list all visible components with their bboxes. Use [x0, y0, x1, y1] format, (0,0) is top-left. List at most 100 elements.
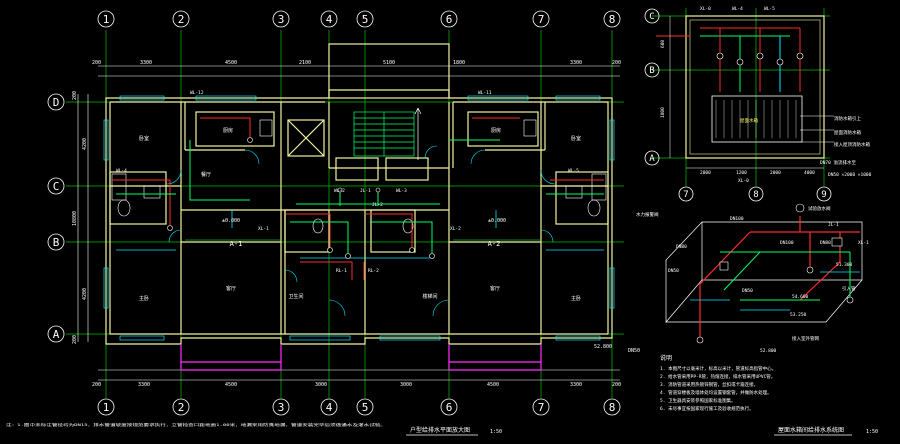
water-tank [711, 95, 803, 143]
detail-dim-6: 4000 [804, 170, 815, 176]
window-top-2 [195, 95, 257, 101]
detail-label-1: XL-0 [700, 6, 711, 12]
basin-left [143, 185, 161, 199]
top-dim-2: 3300 [140, 60, 152, 66]
detail-note-5: DN50 ×2000 ×1000 [828, 172, 872, 178]
axis-label-bottom-1: 1 [103, 401, 110, 414]
detail-dims: 600 1800 2000 1200 2000 4000 [660, 40, 815, 176]
detail-dim-4: 1200 [736, 170, 747, 176]
bottom-note: 注：1.图中未标注管径均为DN15，排水管道坡度按规范要求执行，立管检查口距地面… [6, 422, 386, 427]
detail-dim-lines [669, 16, 824, 169]
sink-left [259, 119, 273, 137]
detail-notes: 消防水箱引上 屋面消防水箱 接入屋顶消防水箱 DN70 溢流排水至 DN50 ×… [820, 115, 872, 178]
bath-tub-right [591, 173, 607, 201]
iso-label-11: 54.600 [792, 294, 809, 300]
axis-bubble-bottom-5 [356, 398, 374, 416]
isometric-system: 水力报警阀 DN100 DN100 DN80 DN80 DN50 DN50 JL… [636, 203, 878, 436]
window-bottom-3 [379, 335, 441, 341]
tag-11: RL-1 [336, 268, 347, 274]
top-dim-7: 3300 [570, 60, 582, 66]
left-dim-4: 4200 [82, 288, 88, 300]
axis-bubble-top-4 [320, 10, 338, 28]
axis-labels-top: 1 2 3 4 5 6 7 8 [103, 13, 616, 26]
window-top-1 [119, 95, 165, 101]
iso-label-9: XL-1 [858, 240, 869, 246]
stair-arrow [414, 107, 422, 160]
detail-dim-1: 600 [660, 40, 666, 48]
detail-col-9: 9 [821, 190, 826, 200]
detail-dim-2: 1800 [660, 107, 666, 118]
tag-7: JL-1 [360, 188, 371, 194]
iso-label-16: 试验放水阀 [808, 205, 831, 212]
door-swing-6 [470, 149, 486, 165]
lobby-box [335, 157, 379, 181]
top-dim-3: 4500 [225, 60, 237, 66]
window-right-1 [609, 119, 615, 161]
notes-block: 说明 1. 本图尺寸以毫米计，标高以米计，管道标高指管中心。 2. 给水管采用P… [660, 354, 776, 412]
axis-bubble-bottom-2 [172, 398, 190, 416]
room-label-7: 餐厅 [201, 171, 211, 178]
tag-10: XL-2 [450, 226, 461, 232]
bottom-dim-4: 3000 [315, 382, 327, 388]
notes-line-6: 6. 未尽事宜按国家现行施工及验收规范执行。 [660, 405, 754, 412]
axis-label-top-2: 2 [178, 13, 185, 26]
door-swing-3 [168, 229, 182, 243]
axis-label-top-7: 7 [538, 13, 545, 26]
axis-bubble-top-1 [97, 10, 115, 28]
window-left-1 [103, 119, 109, 161]
detail-note-3: 接入屋顶消防水箱 [834, 141, 870, 148]
axis-bubble-left-C [47, 177, 65, 195]
axis-label-top-4: 4 [326, 13, 333, 26]
tag-5: WL-4 [116, 168, 127, 174]
detail-bubbles [644, 8, 832, 202]
room-label-5: 主卧 [139, 295, 149, 302]
tag-6: WL-5 [568, 168, 579, 174]
window-bottom-2 [289, 335, 351, 341]
iso-label-13: 53.250 [790, 312, 807, 318]
plan-title: 户型给排水平面放大图 [410, 426, 470, 434]
room-labels: 卧室 卧室 客厅 客厅 主卧 主卧 餐厅 厨房 厨房 卫生间 楼梯间 [139, 127, 581, 302]
left-dimension-texts: 200 4200 10800 4200 200 [72, 91, 88, 344]
detail-col-7: 7 [683, 190, 688, 200]
window-bottom-4 [555, 335, 601, 341]
axis-bubble-left-B [47, 233, 65, 251]
elev-4: DN50 [628, 348, 640, 354]
unit-labels: A-1 A-2 [230, 240, 501, 248]
windows [103, 95, 615, 341]
bath-tub-left [111, 173, 127, 201]
axis-bubble-bottom-7 [532, 398, 550, 416]
bath-left [109, 171, 167, 225]
iso-labels: 水力报警阀 DN100 DN100 DN80 DN80 DN50 DN50 JL… [636, 205, 869, 354]
tag-4: WL-3 [396, 188, 407, 194]
top-dim-8: 200 [612, 60, 621, 66]
axis-label-bottom-6: 6 [446, 401, 453, 414]
toilet-cl [312, 218, 324, 234]
shaft-x2 [287, 119, 325, 157]
iso-label-4: DN80 [676, 244, 687, 250]
tag-2: WL-11 [478, 90, 492, 96]
tag-12: RL-2 [368, 268, 379, 274]
tag-8: JL-2 [372, 202, 383, 208]
detail-labels: XL-0 WL-4 WL-5 屋面水箱 XL-0 [700, 6, 775, 184]
axis-bubble-bottom-6 [440, 398, 458, 416]
top-dim-6: 1800 [453, 60, 465, 66]
iso-pipes-green [720, 251, 851, 301]
window-bottom-1 [119, 335, 165, 341]
axis-label-bottom-5: 5 [362, 401, 369, 414]
door-swing-1 [166, 169, 182, 185]
top-dim-1: 200 [92, 60, 101, 66]
detail-row-A: A [649, 154, 655, 164]
left-dim-5: 200 [72, 335, 78, 344]
pipes-red [112, 117, 604, 280]
axis-label-top-5: 5 [362, 13, 369, 26]
axis-label-bottom-4: 4 [326, 401, 333, 414]
top-dimension-texts: 200 3300 4500 2100 5100 1800 3300 200 [92, 60, 621, 66]
balcony-right [448, 344, 542, 371]
axis-bubble-left-D [47, 93, 65, 111]
axis-bubble-top-7 [532, 10, 550, 28]
iso-label-7: DN50 [742, 288, 753, 294]
window-right-2 [609, 267, 615, 309]
tag-1: WL-12 [190, 90, 204, 96]
room-label-10: 卫生间 [288, 293, 303, 300]
detail-note-4: DN70 溢流排水至 [820, 159, 857, 166]
